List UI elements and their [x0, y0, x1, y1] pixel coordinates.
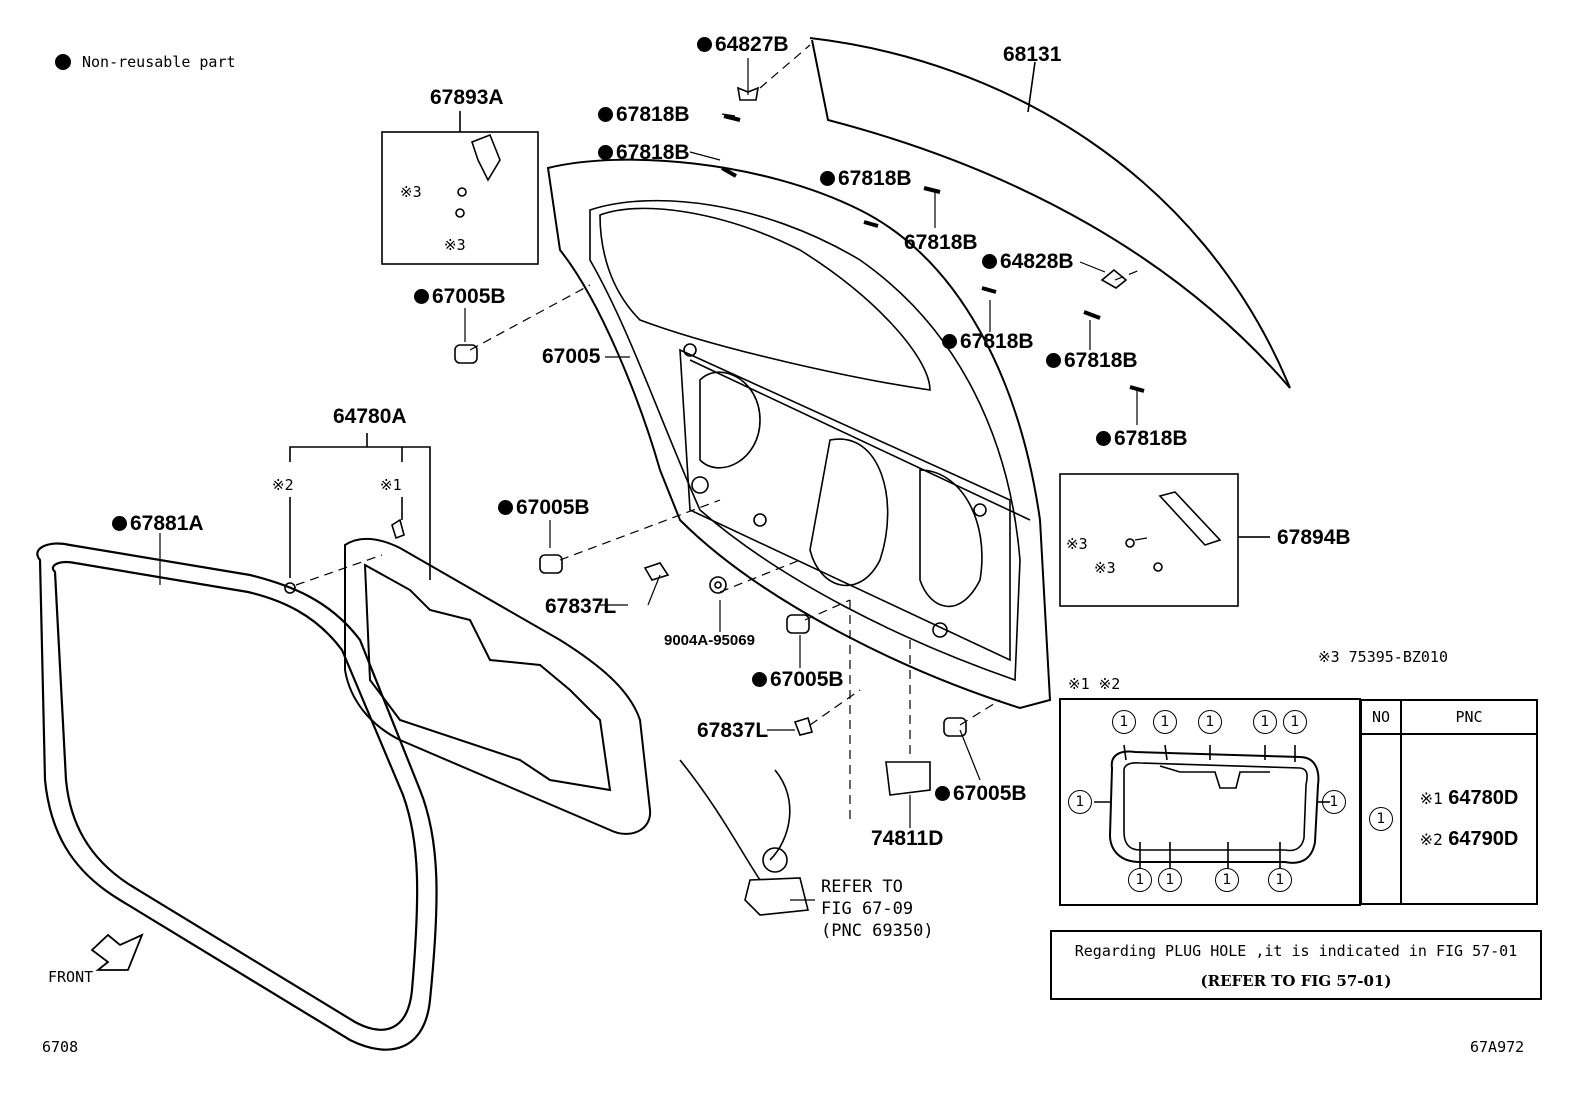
part-label-67894B: 67894B: [1277, 526, 1351, 549]
part-label-67818B-2: 67818B: [598, 142, 690, 163]
part-label-67893A: 67893A: [430, 86, 504, 109]
part-label-67818B-5: 67818B: [942, 331, 1034, 352]
leader-lines: [159, 58, 1270, 901]
part-label-9004A-95069: 9004A-95069: [664, 632, 755, 649]
table-header-no: NO: [1360, 699, 1402, 735]
small-parts: [284, 86, 1222, 916]
part-label-64827B: 64827B: [697, 34, 789, 55]
mark-1: ※1: [380, 476, 402, 494]
part-label-67881A: 67881A: [112, 513, 204, 534]
front-arrow-icon: [90, 933, 144, 971]
figure-id-right: 67A972: [1470, 1038, 1525, 1056]
mark-3-a: ※3: [400, 183, 422, 201]
part-label-67005B-2: 67005B: [498, 497, 590, 518]
non-reusable-dot-icon: [942, 334, 957, 349]
detail-circle-marker: 1: [1322, 790, 1346, 814]
detail-circle-marker: 1: [1128, 868, 1152, 892]
part-label-68131: 68131: [1003, 43, 1062, 66]
legend-text: Non-reusable part: [82, 53, 236, 71]
non-reusable-dot-icon: [752, 672, 767, 687]
part-label-67005B-1: 67005B: [414, 286, 506, 307]
non-reusable-dot-icon: [598, 107, 613, 122]
table-header-pnc: PNC: [1400, 699, 1538, 735]
part-label-67005: 67005: [542, 345, 601, 368]
non-reusable-dot-icon: [498, 500, 513, 515]
part-label-64828B: 64828B: [982, 251, 1074, 272]
plug-hole-note-line-1: Regarding PLUG HOLE ,it is indicated in …: [1074, 942, 1518, 960]
pnc-table: NO PNC 1 ※1 64780D ※2 64790D: [1360, 699, 1538, 905]
trunk-lid-drawing: [546, 158, 1052, 710]
detail-circle-marker: 1: [1268, 868, 1292, 892]
part-label-67818B-7: 67818B: [1096, 428, 1188, 449]
detail-panel: [1059, 698, 1361, 906]
legend-dot-icon: [55, 54, 71, 70]
table-cell-no: 1: [1360, 733, 1402, 905]
part-label-67005B-4: 67005B: [935, 783, 1027, 804]
part-label-67818B-4: 67818B: [904, 231, 978, 254]
non-reusable-dot-icon: [1096, 431, 1111, 446]
non-reusable-dot-icon: [982, 254, 997, 269]
part-label-67837L-1: 67837L: [545, 595, 617, 618]
detail-circle-marker: 1: [1283, 710, 1307, 734]
mark-1-2-header: ※1 ※2: [1068, 675, 1121, 693]
table-no-circle: 1: [1369, 807, 1393, 831]
detail-circle-marker: 1: [1215, 868, 1239, 892]
figure-id-left: 6708: [42, 1038, 79, 1056]
table-cell-pnc: ※1 64780D ※2 64790D: [1400, 733, 1538, 905]
part-label-67818B-3: 67818B: [820, 168, 912, 189]
back-glass-drawing: [809, 37, 1291, 389]
detail-circle-marker: 1: [1158, 868, 1182, 892]
non-reusable-dot-icon: [1046, 353, 1061, 368]
mark-2: ※2: [272, 476, 294, 494]
trim-panel-drawing: [344, 537, 652, 835]
front-label: FRONT: [48, 968, 94, 986]
dashed-lines: [295, 44, 1141, 820]
non-reusable-dot-icon: [697, 37, 712, 52]
non-reusable-dot-icon: [414, 289, 429, 304]
mark-3-c: ※3: [1066, 535, 1088, 553]
part-label-67818B-6: 67818B: [1046, 350, 1138, 371]
mark-3-note: ※3 75395-BZ010: [1318, 648, 1448, 666]
detail-circle-marker: 1: [1153, 710, 1177, 734]
weatherstrip-drawing: [36, 542, 438, 1051]
non-reusable-dot-icon: [820, 171, 835, 186]
plug-hole-note-line-2: (REFER TO FIG 57-01): [1200, 972, 1392, 990]
detail-circle-marker: 1: [1068, 790, 1092, 814]
detail-circle-marker: 1: [1253, 710, 1277, 734]
pnc-row-1: ※1 64780D: [1419, 787, 1519, 809]
part-label-67837L-2: 67837L: [697, 719, 769, 742]
plug-hole-note: Regarding PLUG HOLE ,it is indicated in …: [1050, 930, 1542, 1000]
part-label-67005B-3: 67005B: [752, 669, 844, 690]
pnc-row-2: ※2 64790D: [1419, 828, 1519, 850]
refer-note: REFER TO FIG 67-09 (PNC 69350): [821, 877, 934, 941]
mark-3-b: ※3: [444, 236, 466, 254]
part-label-74811D: 74811D: [871, 827, 944, 850]
part-label-64780A: 64780A: [333, 405, 407, 428]
non-reusable-dot-icon: [112, 516, 127, 531]
mark-3-d: ※3: [1094, 559, 1116, 577]
non-reusable-dot-icon: [935, 786, 950, 801]
detail-circle-marker: 1: [1112, 710, 1136, 734]
part-label-67818B-1: 67818B: [598, 104, 690, 125]
non-reusable-dot-icon: [598, 145, 613, 160]
detail-circle-marker: 1: [1198, 710, 1222, 734]
